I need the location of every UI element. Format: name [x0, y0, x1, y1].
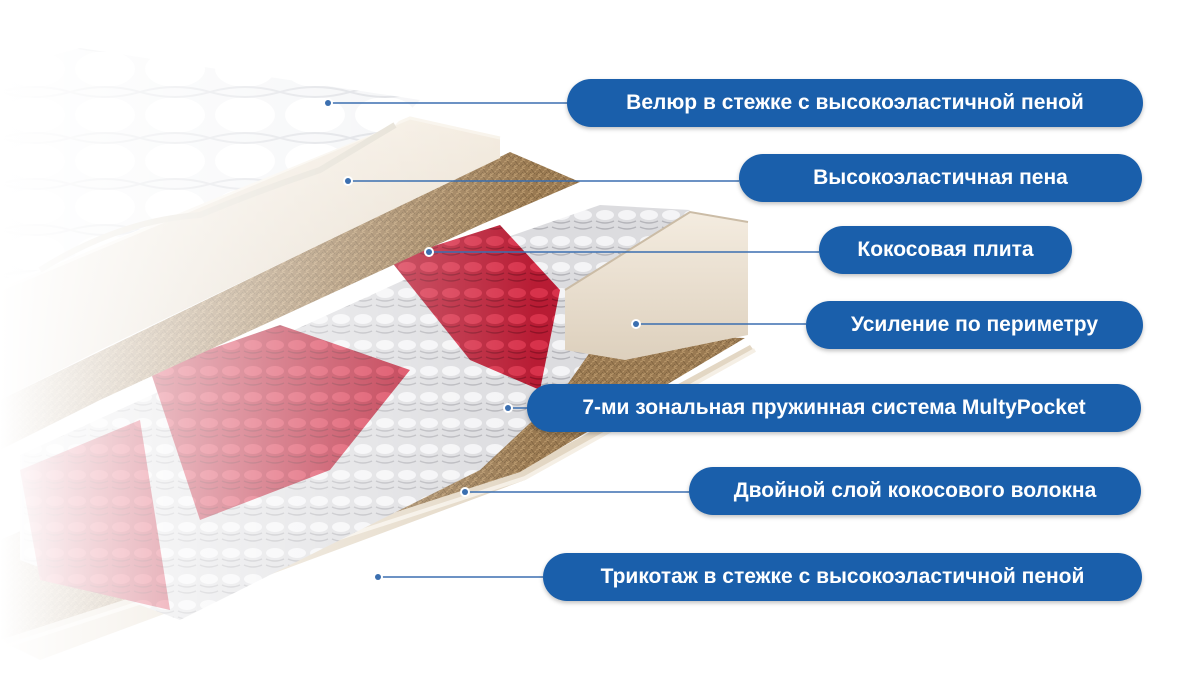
label-double-coconut-fiber: Двойной слой кокосового волокна	[689, 467, 1141, 515]
label-knit-quilted: Трикотаж в стежке с высокоэластичной пен…	[543, 553, 1142, 601]
label-velour-quilted: Велюр в стежке с высокоэластичной пеной	[567, 79, 1143, 127]
label-spring-system: 7-ми зональная пружинная система MultyPo…	[527, 384, 1141, 432]
leader-lines	[323, 98, 819, 582]
label-coconut-plate: Кокосовая плита	[819, 226, 1072, 274]
label-perimeter-reinforcement: Усиление по периметру	[806, 301, 1143, 349]
label-high-elastic-foam: Высокоэластичная пена	[739, 154, 1142, 202]
